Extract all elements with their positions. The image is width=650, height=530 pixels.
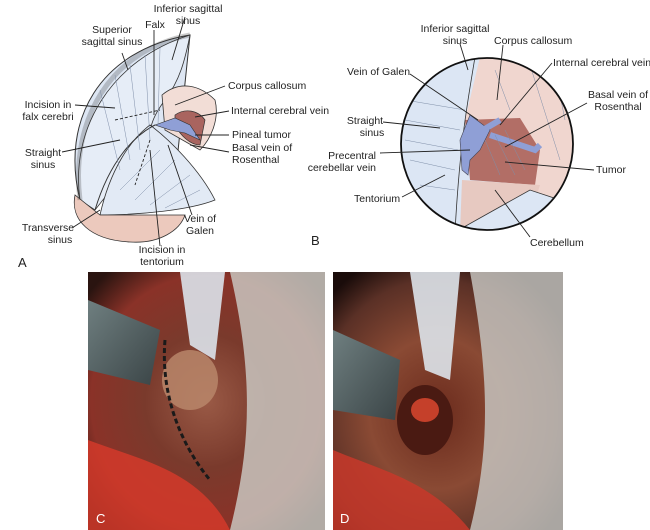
label-a-pineal-tumor: Pineal tumor [232,129,291,141]
label-b-vein-of-galen: Vein of Galen [347,66,410,78]
label-b-basal-vein-1: Basal vein of [588,89,648,101]
label-a-incision-falx-2: falx cerebri [22,111,73,123]
label-a-transverse-sinus-2: sinus [48,234,73,246]
panel-a-labels: Inferior sagittal sinus Falx Superior sa… [18,3,329,270]
label-a-inferior-sagittal-sinus-2: sinus [176,15,201,27]
label-a-incision-falx-1: Incision in [25,99,72,111]
label-a-incision-tentorium-1: Incision in [139,244,186,256]
label-a-vein-of-galen-1: Vein of [184,213,216,225]
label-a-inferior-sagittal-sinus-1: Inferior sagittal [154,3,223,15]
label-a-straight-sinus-2: sinus [31,159,56,171]
panel-b-labels: Inferior sagittal sinus Corpus callosum … [308,23,650,249]
label-b-cerebellum: Cerebellum [530,237,584,249]
label-b-inferior-sagittal-sinus-1: Inferior sagittal [421,23,490,35]
label-a-incision-tentorium-2: tentorium [140,256,184,268]
label-a-basal-vein-1: Basal vein of [232,142,292,154]
label-a-transverse-sinus-1: Transverse [22,222,74,234]
label-b-inferior-sagittal-sinus-2: sinus [443,35,468,47]
label-a-internal-cerebral-vein: Internal cerebral vein [231,105,329,117]
panel-b-leader-lines [379,43,595,238]
panel-b-letter: B [311,233,320,248]
label-a-superior-sagittal-sinus-2: sagittal sinus [82,36,143,48]
label-b-precentral-vein-1: Precentral [328,150,376,162]
label-b-corpus-callosum: Corpus callosum [494,35,572,47]
label-a-basal-vein-2: Rosenthal [232,154,279,166]
panel-a-leader-lines [61,16,230,247]
panel-d-photo: D [333,272,563,530]
panel-c-photo: C [88,272,325,530]
label-a-superior-sagittal-sinus-1: Superior [92,24,132,36]
label-b-basal-vein-2: Rosenthal [594,101,641,113]
panel-a-illustration [73,32,217,243]
label-b-tentorium: Tentorium [354,193,400,205]
label-a-vein-of-galen-2: Galen [186,225,214,237]
label-b-straight-sinus-1: Straight [347,115,383,127]
panel-d-letter: D [340,511,349,526]
label-b-precentral-vein-2: cerebellar vein [308,162,376,174]
label-b-tumor: Tumor [596,164,626,176]
panel-a-letter: A [18,255,27,270]
label-a-straight-sinus-1: Straight [25,147,61,159]
label-b-internal-cerebral-vein: Internal cerebral vein [553,57,650,69]
panel-b-illustration [400,57,574,231]
panel-c-letter: C [96,511,105,526]
label-a-corpus-callosum: Corpus callosum [228,80,306,92]
label-a-falx: Falx [145,19,166,31]
label-b-straight-sinus-2: sinus [360,127,385,139]
